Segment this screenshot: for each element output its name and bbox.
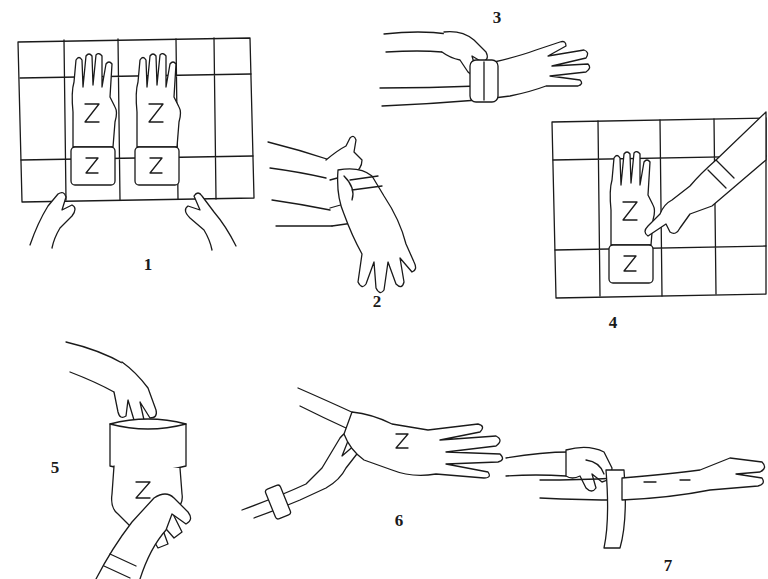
callout-number: 7 — [664, 556, 673, 576]
callout-number: 4 — [609, 313, 618, 333]
glove-cuff — [104, 554, 136, 578]
arm — [384, 32, 448, 52]
glove-fold — [344, 176, 382, 200]
glove-cuff — [470, 60, 498, 102]
hand — [185, 193, 236, 250]
gloved-hand — [566, 447, 612, 491]
wrapper-fold — [20, 38, 253, 200]
gloved-hand — [645, 112, 766, 236]
sterile-glove — [609, 152, 655, 283]
cuff-edge — [110, 424, 186, 429]
glove-cuff — [265, 484, 292, 520]
arm — [66, 342, 124, 392]
callout-number: 1 — [144, 255, 153, 275]
glove-cuff — [708, 160, 734, 188]
sterile-glove — [622, 458, 765, 500]
hand — [114, 362, 156, 423]
arm — [380, 86, 478, 106]
callout-number: 5 — [51, 458, 60, 478]
callout-number: 3 — [493, 8, 502, 28]
glove-fold — [586, 460, 604, 474]
gloved-hand — [242, 433, 361, 518]
gloved-hand — [96, 494, 191, 579]
glove-mark — [644, 480, 690, 482]
arm — [298, 388, 356, 428]
arm — [506, 452, 570, 476]
sterile-glove — [344, 412, 503, 478]
glove-mark — [136, 482, 150, 498]
callout-number: 2 — [373, 292, 382, 312]
hand — [30, 193, 75, 248]
sterile-glove — [71, 54, 117, 185]
callout-number: 6 — [395, 511, 404, 531]
sterile-glove — [135, 54, 181, 185]
cuff-edge — [483, 62, 484, 100]
arm — [272, 200, 332, 226]
glove-cuff — [110, 419, 186, 471]
sterile-glove — [338, 169, 416, 293]
glove-mark — [396, 434, 408, 448]
glove-wrapper — [18, 38, 254, 202]
